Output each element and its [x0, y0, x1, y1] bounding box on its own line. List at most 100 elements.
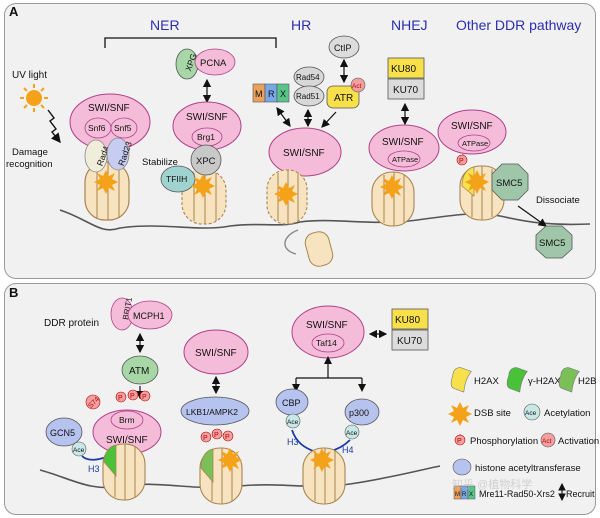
ace-marker-gcn5: Ace: [71, 441, 87, 457]
atm-protein: ATM: [121, 355, 159, 385]
swi-snf-complex-ner-1: SWI/SNF Snf6 Snf5: [69, 93, 151, 151]
swi-snf-complex-b2: SWI/SNF: [183, 329, 249, 375]
legend-mrx-label: Mre11-Rad50-Xrs2: [479, 489, 555, 499]
s74-marker: S74: [85, 394, 101, 410]
damage-recognition-label-2: recognition: [6, 159, 52, 170]
gcn5-label: GCN5: [50, 428, 75, 438]
swi-snf-complex-nhej: SWI/SNF ATPase: [368, 124, 440, 172]
swi-snf-label: SWI/SNF: [382, 137, 424, 148]
ctip-label: CtIP: [334, 43, 352, 53]
smc5-label: SMC5: [496, 178, 522, 189]
ku80-label: KU80: [391, 64, 416, 75]
ace-label: Ace: [73, 447, 85, 454]
phospho-cluster-b2: P P P: [200, 428, 234, 443]
gcn5-protein: GCN5: [45, 417, 83, 447]
lkb1-ampk2-protein: LKB1/AMPK2: [180, 396, 250, 426]
dsb-star-2: [191, 174, 215, 198]
ace-marker-p300: Ace: [344, 424, 360, 440]
mrx-r-label: R: [268, 89, 275, 99]
atpase-label: ATPase: [462, 139, 488, 148]
category-hr: HR: [291, 17, 311, 33]
swi-snf-complex-hr: SWI/SNF: [268, 127, 342, 177]
arrow-dissociate: [517, 205, 547, 227]
ddr-protein-label: DDR protein: [44, 318, 99, 329]
legend-mrx-m: M: [455, 492, 460, 498]
legend-act-icon-label: Act: [542, 438, 552, 445]
legend-gamma-h2ax-label: γ-H2AX: [528, 376, 561, 387]
phospho-p-label: P: [459, 158, 464, 165]
legend-phospho-icon-label: P: [457, 438, 462, 445]
phospho-p-label: P: [142, 394, 147, 401]
activation-marker-label: Act: [352, 83, 362, 90]
phospho-marker-a: P: [456, 154, 468, 166]
swi-snf-label: SWI/SNF: [283, 148, 325, 159]
dsb-star-5: [465, 170, 489, 194]
h3-label-b3: H3: [287, 437, 299, 447]
bracket-taf14-hats: [295, 360, 363, 388]
swi-snf-label: SWI/SNF: [306, 320, 348, 331]
rad54-rad51-complex: Rad54 Rad51: [293, 66, 325, 107]
swi-snf-label: SWI/SNF: [451, 121, 493, 132]
swi-snf-complex-other: SWI/SNF ATPase: [437, 109, 507, 155]
legend-activation-label: Activation: [558, 436, 599, 447]
ace-label: Ace: [346, 430, 358, 437]
rad51-label: Rad51: [296, 92, 320, 101]
h4-label-b3: H4: [342, 445, 354, 455]
brg1-label: Brg1: [197, 132, 215, 142]
ku-complex-a: KU80 KU70: [387, 57, 425, 100]
ku70-label: KU70: [397, 336, 422, 347]
snf5-label: Snf5: [114, 123, 132, 133]
watermark: 知乎 @植物科学: [452, 477, 532, 491]
phospho-p-label: P: [203, 435, 208, 442]
cbp-protein: CBP: [275, 388, 309, 416]
legend-dsb-label: DSB site: [474, 408, 511, 419]
phospho-cluster-brm: P P P: [115, 389, 151, 403]
uv-sun-icon: [20, 84, 48, 112]
dsb-star-b3: [310, 448, 334, 472]
nucleosome-nhej: [371, 171, 415, 227]
category-nhej: NHEJ: [391, 17, 428, 33]
phospho-p-label: P: [130, 393, 135, 400]
legend-h2ax-label: H2AX: [474, 376, 499, 387]
swi-snf-label: SWI/SNF: [88, 103, 130, 114]
uv-ray-arrow: [47, 109, 61, 144]
taf14-label: Taf14: [316, 338, 337, 348]
mrx-x-label: X: [280, 89, 286, 99]
legend-h2b-label: H2B: [578, 376, 596, 387]
ner-bracket: [104, 37, 277, 48]
damage-recognition-label-1: Damage: [12, 147, 48, 158]
phospho-p-label: P: [118, 395, 123, 402]
legend-phosphorylation-label: Phosphorylation: [470, 436, 538, 447]
arrow-atr-swi: [321, 111, 337, 128]
legend-mrx-x: X: [469, 492, 473, 498]
smc5-protein-free: SMC5: [535, 225, 573, 259]
swi-snf-label: SWI/SNF: [195, 348, 237, 359]
nucleosome-b1: [102, 443, 146, 501]
brm-label: Brm: [119, 415, 135, 425]
evicted-dna-loop: [284, 229, 299, 255]
bracket-arrowheads: [292, 356, 366, 392]
rad54-label: Rad54: [296, 73, 320, 82]
ace-label: Ace: [287, 419, 299, 426]
cbp-label: CBP: [282, 398, 301, 408]
dissociate-label: Dissociate: [536, 195, 580, 206]
tfiih-protein: TFIIH: [160, 165, 196, 193]
xpg-pcna-complex: XPG PCNA: [175, 48, 236, 80]
snf6-label: Snf6: [88, 123, 106, 133]
category-ner: NER: [150, 17, 180, 33]
ku80-label: KU80: [395, 315, 420, 326]
arrow-mrx-swi: [276, 107, 291, 127]
swi-snf-complex-b3: SWI/SNF Taf14: [291, 305, 365, 359]
swi-snf-complex-b1: SWI/SNF Brm: [92, 409, 162, 455]
ku70-label: KU70: [393, 85, 418, 96]
swi-snf-complex-ner-2: SWI/SNF Brg1: [172, 101, 242, 151]
stabilize-label: Stabilize: [142, 157, 178, 168]
mrx-m-label: M: [255, 89, 263, 99]
ace-marker-cbp: Ace: [285, 413, 301, 429]
evicted-histone: [304, 231, 334, 267]
mrx-complex-hr: M R X: [252, 83, 290, 103]
atm-label: ATM: [129, 366, 149, 377]
swi-snf-label: SWI/SNF: [106, 435, 148, 446]
category-other-ddr: Other DDR pathway: [456, 17, 581, 33]
